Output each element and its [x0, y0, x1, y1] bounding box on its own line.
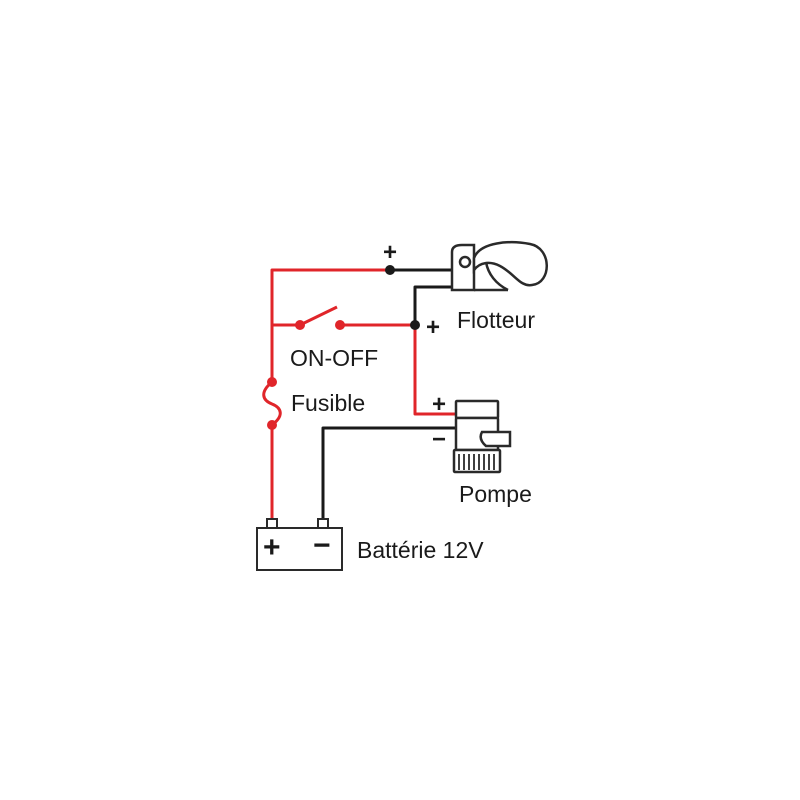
pump-label: Pompe [459, 481, 532, 507]
switch-label: ON-OFF [290, 345, 378, 371]
float-switch-icon [450, 241, 548, 292]
positive-main-wire [270, 268, 390, 520]
battery-icon [256, 518, 343, 571]
float-top-plus-sign: + [383, 239, 397, 266]
battery-minus-sign: − [313, 529, 331, 562]
pump-positive-wire [413, 325, 456, 416]
pump-minus-sign: − [432, 426, 446, 453]
float-output-wire [413, 285, 452, 325]
wires [270, 268, 456, 520]
battery-plus-sign: + [263, 531, 281, 564]
float-label: Flotteur [457, 307, 535, 333]
pump-plus-sign: + [432, 391, 446, 418]
float-side-plus-sign: + [426, 314, 440, 341]
float-junction-dot [385, 265, 395, 275]
fuse-label: Fusible [291, 390, 365, 416]
bilge-pump-icon [452, 399, 512, 474]
fuse-icon [262, 377, 282, 430]
negative-wire [321, 426, 456, 520]
toggle-switch-icon [295, 305, 345, 330]
battery-label: Battérie 12V [357, 537, 484, 563]
pump-junction-dot [410, 320, 420, 330]
